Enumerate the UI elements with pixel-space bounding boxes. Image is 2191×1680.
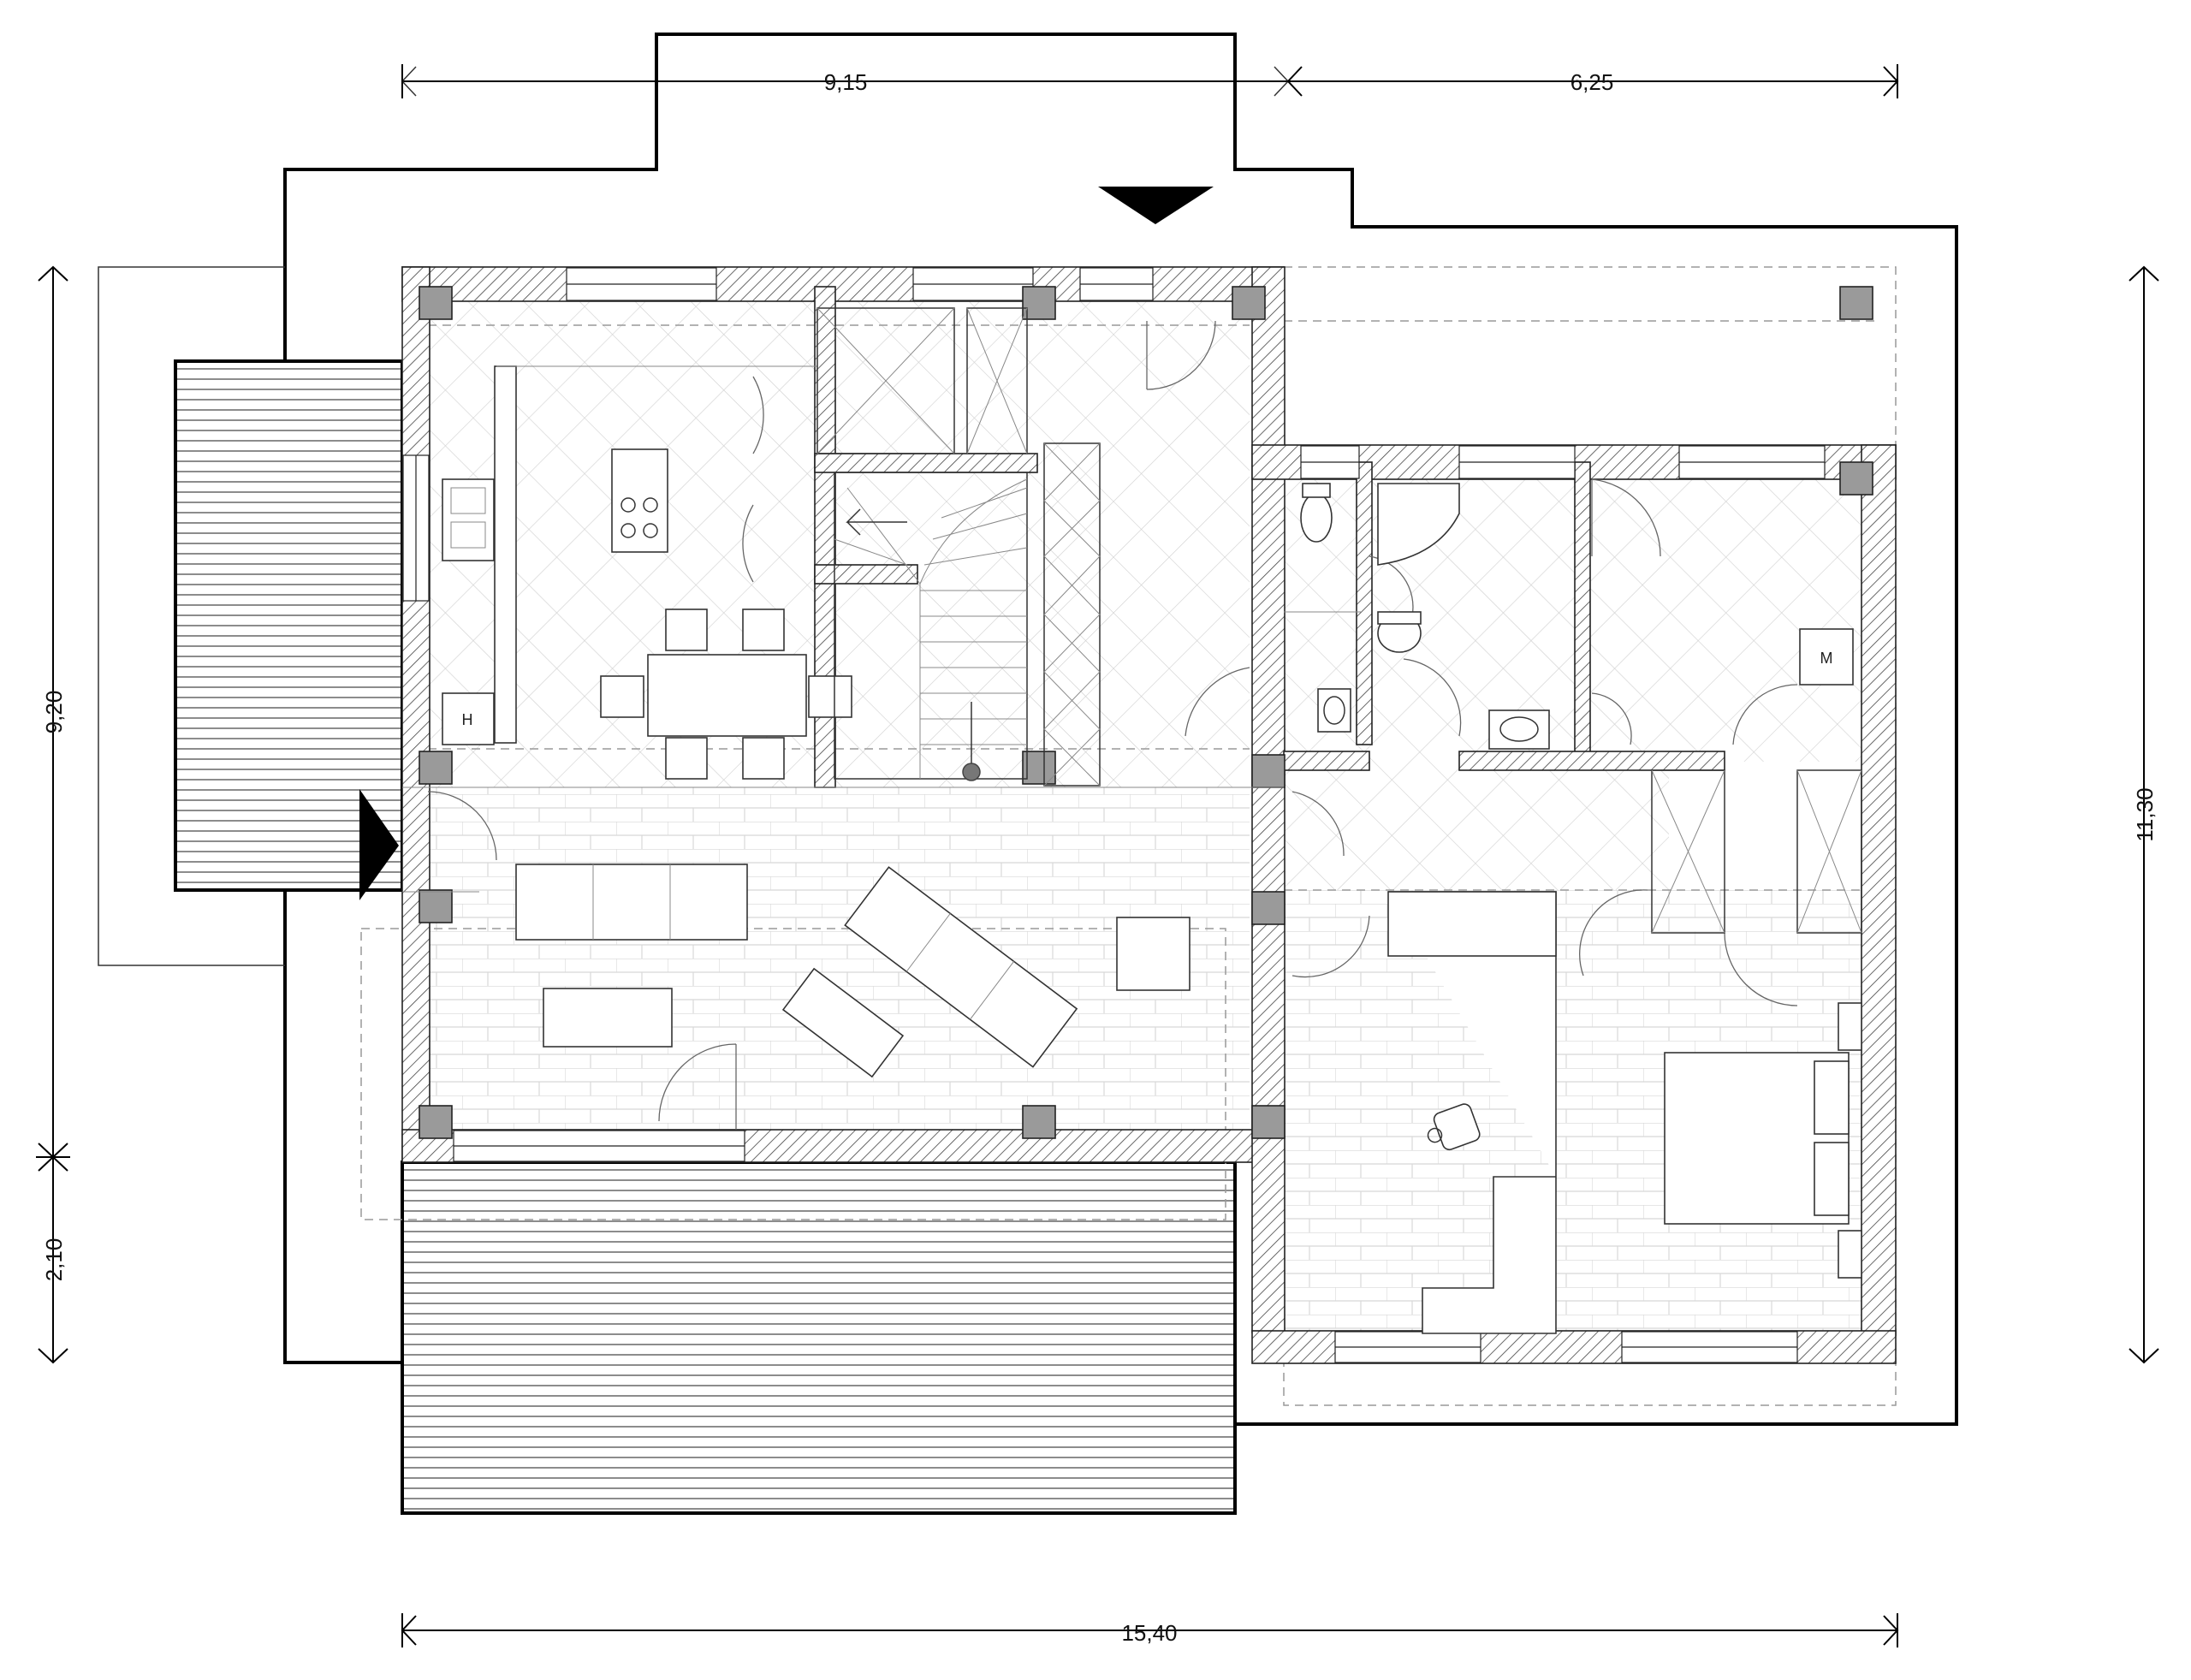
- bedroom: [1387, 891, 1862, 1334]
- hall-wardrobes: [1651, 769, 1862, 934]
- armchair: [1116, 917, 1191, 991]
- front-terrace: [401, 1161, 1237, 1515]
- dimension-top-right: 6,25: [1286, 64, 1899, 98]
- front-overhang-dashed: [360, 928, 1226, 1220]
- washing-machine: [1799, 628, 1854, 686]
- west-entrance-arrow-icon: [359, 789, 399, 900]
- kitchen-sink: [442, 478, 495, 561]
- office-chair: [1427, 1103, 1481, 1151]
- kitchen: H: [442, 365, 817, 745]
- dimension-bottom-label: 15,40: [1121, 1620, 1177, 1646]
- dimension-left-lower: 2,10: [38, 1155, 68, 1364]
- sectional-sofa: [844, 866, 1078, 1068]
- dimension-top-left: 9,15: [401, 64, 1290, 98]
- bathroom: M: [1284, 483, 1854, 750]
- closets: [816, 307, 1101, 787]
- hall-floor: [1284, 762, 1669, 890]
- sofa: [515, 864, 748, 941]
- toilet-1: [1300, 493, 1333, 543]
- dimension-right-label: 11,30: [2132, 787, 2158, 841]
- fridge-label: H: [462, 711, 473, 728]
- dimension-right: 11,30: [2129, 265, 2159, 1364]
- north-entrance-arrow-icon: [1098, 187, 1214, 224]
- sink-2: [1488, 709, 1550, 750]
- living-room: [515, 864, 1191, 1078]
- dimension-left-main: 9,20: [36, 265, 70, 1159]
- dining-table: [647, 654, 807, 737]
- left-overhang-outline: [98, 266, 285, 966]
- living-room-floor: [428, 787, 1250, 1134]
- pillars: [419, 286, 1873, 1139]
- dimension-bottom: 15,40: [401, 1613, 1899, 1647]
- dimension-top-left-label: 9,15: [824, 69, 868, 95]
- dimension-left-lower-label: 2,10: [41, 1238, 67, 1282]
- windows: [402, 267, 1826, 1363]
- kitchen-island-cooktop: [611, 448, 668, 553]
- washer-label: M: [1820, 650, 1833, 667]
- shower: [1377, 483, 1460, 566]
- sink-1: [1317, 688, 1351, 733]
- doors: [427, 320, 1798, 1130]
- staircase: [834, 472, 1028, 781]
- dimension-left-main-label: 9,20: [41, 691, 67, 734]
- fridge: [442, 692, 495, 745]
- dimension-top-right-label: 6,25: [1571, 69, 1614, 95]
- desk: [1387, 891, 1557, 957]
- lounge-chair: [781, 967, 905, 1078]
- coffee-table: [543, 988, 673, 1048]
- dining-set: [600, 608, 852, 780]
